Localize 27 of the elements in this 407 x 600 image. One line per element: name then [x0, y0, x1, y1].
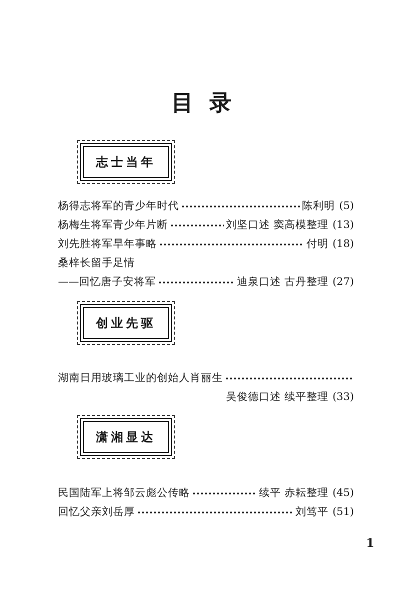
page-number: (18) — [332, 238, 354, 250]
entry-title: 湖南日用玻璃工业的创始人肖丽生 — [58, 371, 223, 385]
page-number: (51) — [332, 506, 354, 518]
page-number: (5) — [339, 200, 354, 212]
author-credit: 迪泉口述 古丹整理 — [237, 275, 328, 289]
entry-title: 桑梓长留手足情 — [58, 256, 135, 270]
page-heading: 目 录 — [170, 90, 236, 118]
entry-title: 刘先胜将军早年事略 — [58, 237, 157, 251]
page-number: (13) — [332, 219, 354, 231]
page-number: (45) — [332, 487, 354, 499]
section-heading-frame: 潇湘显达 — [80, 418, 172, 456]
author-credit: 吴俊德口述 续平整理 — [226, 390, 328, 404]
author-credit: 刘笃平 — [295, 505, 328, 519]
folio-number: 1 — [366, 536, 374, 550]
page-number: (27) — [332, 276, 354, 288]
entry-title: ——回忆唐子安将军 — [58, 275, 156, 289]
page-number: (33) — [332, 391, 354, 403]
author-credit: 刘坚口述 窦高模整理 — [226, 218, 328, 232]
author-credit: 陈利明 — [302, 199, 336, 213]
entry-title: 回忆父亲刘岳厚 — [58, 505, 135, 519]
author-credit: 付明 — [306, 237, 328, 251]
section-heading-frame: 志士当年 — [80, 143, 172, 181]
entry-title: 杨得志将军的青少年时代 — [58, 199, 179, 213]
author-credit: 续平 赤耘整理 — [259, 486, 328, 500]
entry-title: 杨梅生将军青少年片断 — [58, 218, 168, 232]
section-heading-frame: 创业先驱 — [80, 304, 172, 342]
entry-title: 民国陆军上将邹云彪公传略 — [58, 486, 190, 500]
